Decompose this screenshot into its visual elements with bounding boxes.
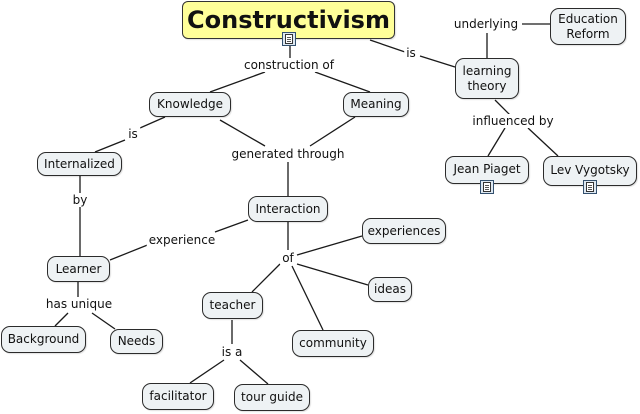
concept-label: Internalized (44, 156, 115, 171)
concept-community[interactable]: community (292, 330, 374, 357)
link-label-has-unique: has unique (43, 297, 115, 311)
link-line (291, 265, 324, 331)
concept-learner[interactable]: Learner (47, 256, 110, 282)
concept-label: Learner (55, 261, 102, 276)
link-line (209, 71, 266, 93)
concept-label: facilitator (149, 389, 207, 403)
concept-needs[interactable]: Needs (110, 329, 163, 354)
link-label-underlying: underlying (451, 17, 521, 31)
link-line (214, 219, 249, 233)
concept-knowledge[interactable]: Knowledge (149, 92, 231, 117)
link-line (251, 263, 281, 293)
link-label-generated-through: generated through (229, 147, 347, 161)
concept-experiences[interactable]: experiences (362, 218, 446, 244)
concept-internalized[interactable]: Internalized (37, 152, 122, 176)
link-line (314, 71, 371, 93)
link-line (219, 119, 266, 147)
link-label-influenced-by: influenced by (470, 114, 556, 128)
link-line (494, 99, 511, 116)
link-line (527, 127, 559, 157)
concept-label: teacher (209, 298, 256, 312)
link-line (94, 139, 126, 153)
link-line (309, 116, 356, 147)
link-line (487, 127, 506, 157)
link-line (239, 359, 269, 385)
concept-constructivism[interactable]: Constructivism (182, 1, 395, 39)
concept-learning-theory[interactable]: learning theory (455, 58, 519, 99)
link-line (109, 243, 151, 261)
concept-label: Knowledge (157, 97, 223, 111)
concept-label: Needs (117, 334, 156, 348)
concept-interaction[interactable]: Interaction (248, 196, 328, 222)
concept-label: experiences (367, 223, 441, 238)
concept-background[interactable]: Background (1, 326, 86, 353)
concept-meaning[interactable]: Meaning (343, 92, 409, 117)
link-label-is: is (404, 46, 418, 60)
link-label-is-a: is a (219, 345, 245, 359)
concept-label: learning theory (462, 63, 512, 93)
concept-label: Jean Piaget (453, 162, 521, 176)
link-line (54, 312, 69, 327)
concept-label: tour guide (241, 390, 303, 404)
document-icon[interactable] (480, 180, 494, 194)
concept-teacher[interactable]: teacher (202, 292, 263, 319)
concept-label: Lev Vygotsky (550, 163, 630, 177)
document-icon[interactable] (282, 32, 296, 46)
concept-label: Background (7, 332, 80, 346)
link-line (296, 263, 369, 286)
link-line (139, 116, 166, 129)
document-icon[interactable] (583, 180, 597, 194)
concept-facilitator[interactable]: facilitator (142, 383, 214, 410)
concept-education-reform[interactable]: Education Reform (550, 8, 626, 45)
concept-label: ideas (374, 282, 406, 296)
link-label-by: by (70, 193, 90, 207)
link-label-experience: experience (146, 233, 218, 247)
link-line (189, 359, 225, 384)
link-label-of: of (280, 251, 296, 265)
link-label-is: is (126, 127, 140, 141)
link-line (296, 235, 363, 256)
concept-tour-guide[interactable]: tour guide (234, 384, 310, 411)
concept-label: Education Reform (558, 11, 618, 41)
concept-label: Constructivism (187, 5, 390, 34)
link-label-construction-of: construction of (241, 58, 337, 72)
link-line (369, 39, 406, 53)
concept-label: Meaning (350, 97, 402, 111)
concept-label: Interaction (255, 201, 321, 216)
concept-ideas[interactable]: ideas (368, 277, 412, 302)
link-line (91, 312, 116, 330)
link-line (419, 55, 456, 68)
concept-label: community (299, 336, 367, 350)
